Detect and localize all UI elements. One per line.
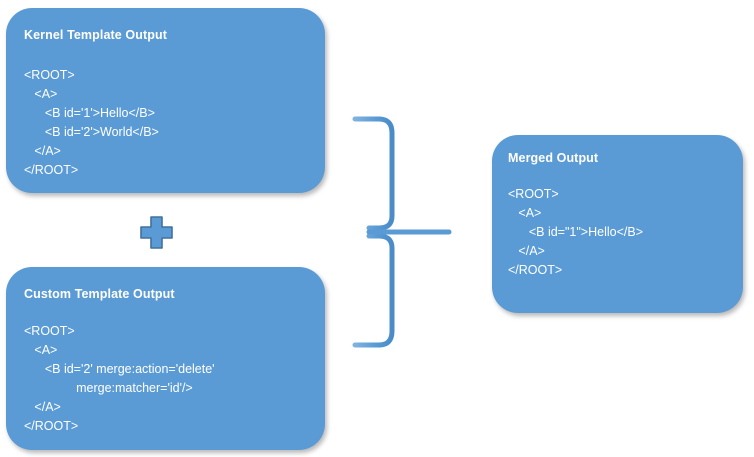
custom-template-output-panel: Custom Template Output <ROOT> <A> <B id=…	[6, 267, 325, 450]
right-curly-brace-icon	[348, 108, 458, 356]
kernel-template-output-code: <ROOT> <A> <B id='1'>Hello</B> <B id='2'…	[24, 68, 159, 177]
merged-output-panel: Merged Output <ROOT> <A> <B id="1">Hello…	[492, 135, 743, 313]
merged-output-title: Merged Output	[508, 151, 599, 165]
merged-output-code: <ROOT> <A> <B id="1">Hello</B> </A> </RO…	[508, 187, 643, 277]
kernel-template-output-title: Kernel Template Output	[24, 28, 167, 42]
custom-template-output-title: Custom Template Output	[24, 287, 175, 301]
kernel-template-output-panel: Kernel Template Output <ROOT> <A> <B id=…	[6, 8, 325, 193]
plus-icon-glyph	[140, 216, 173, 249]
plus-icon	[139, 215, 174, 250]
right-curly-brace-glyph	[352, 116, 452, 348]
custom-template-output-code: <ROOT> <A> <B id='2' merge:action='delet…	[24, 324, 215, 433]
